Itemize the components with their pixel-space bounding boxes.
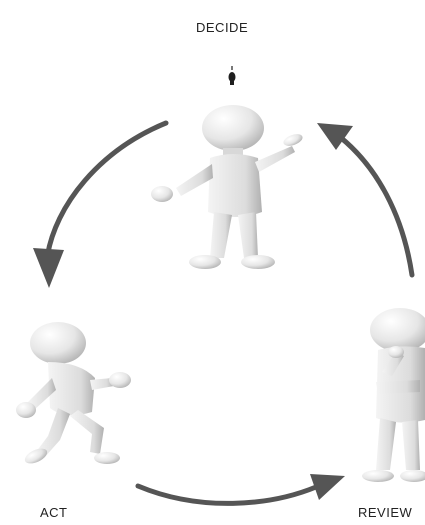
arrow-decide-to-act [33, 123, 166, 288]
stage-label-act: ACT [40, 505, 68, 520]
review-figure-icon [362, 308, 425, 482]
lightbulb-icon [229, 66, 236, 85]
decide-figure-icon [151, 105, 304, 269]
stage-label-decide: DECIDE [196, 20, 248, 35]
arrow-act-to-review [138, 474, 345, 503]
arrow-review-to-decide [317, 123, 412, 275]
act-figure-icon [16, 322, 131, 467]
stage-label-review: REVIEW [358, 505, 412, 520]
